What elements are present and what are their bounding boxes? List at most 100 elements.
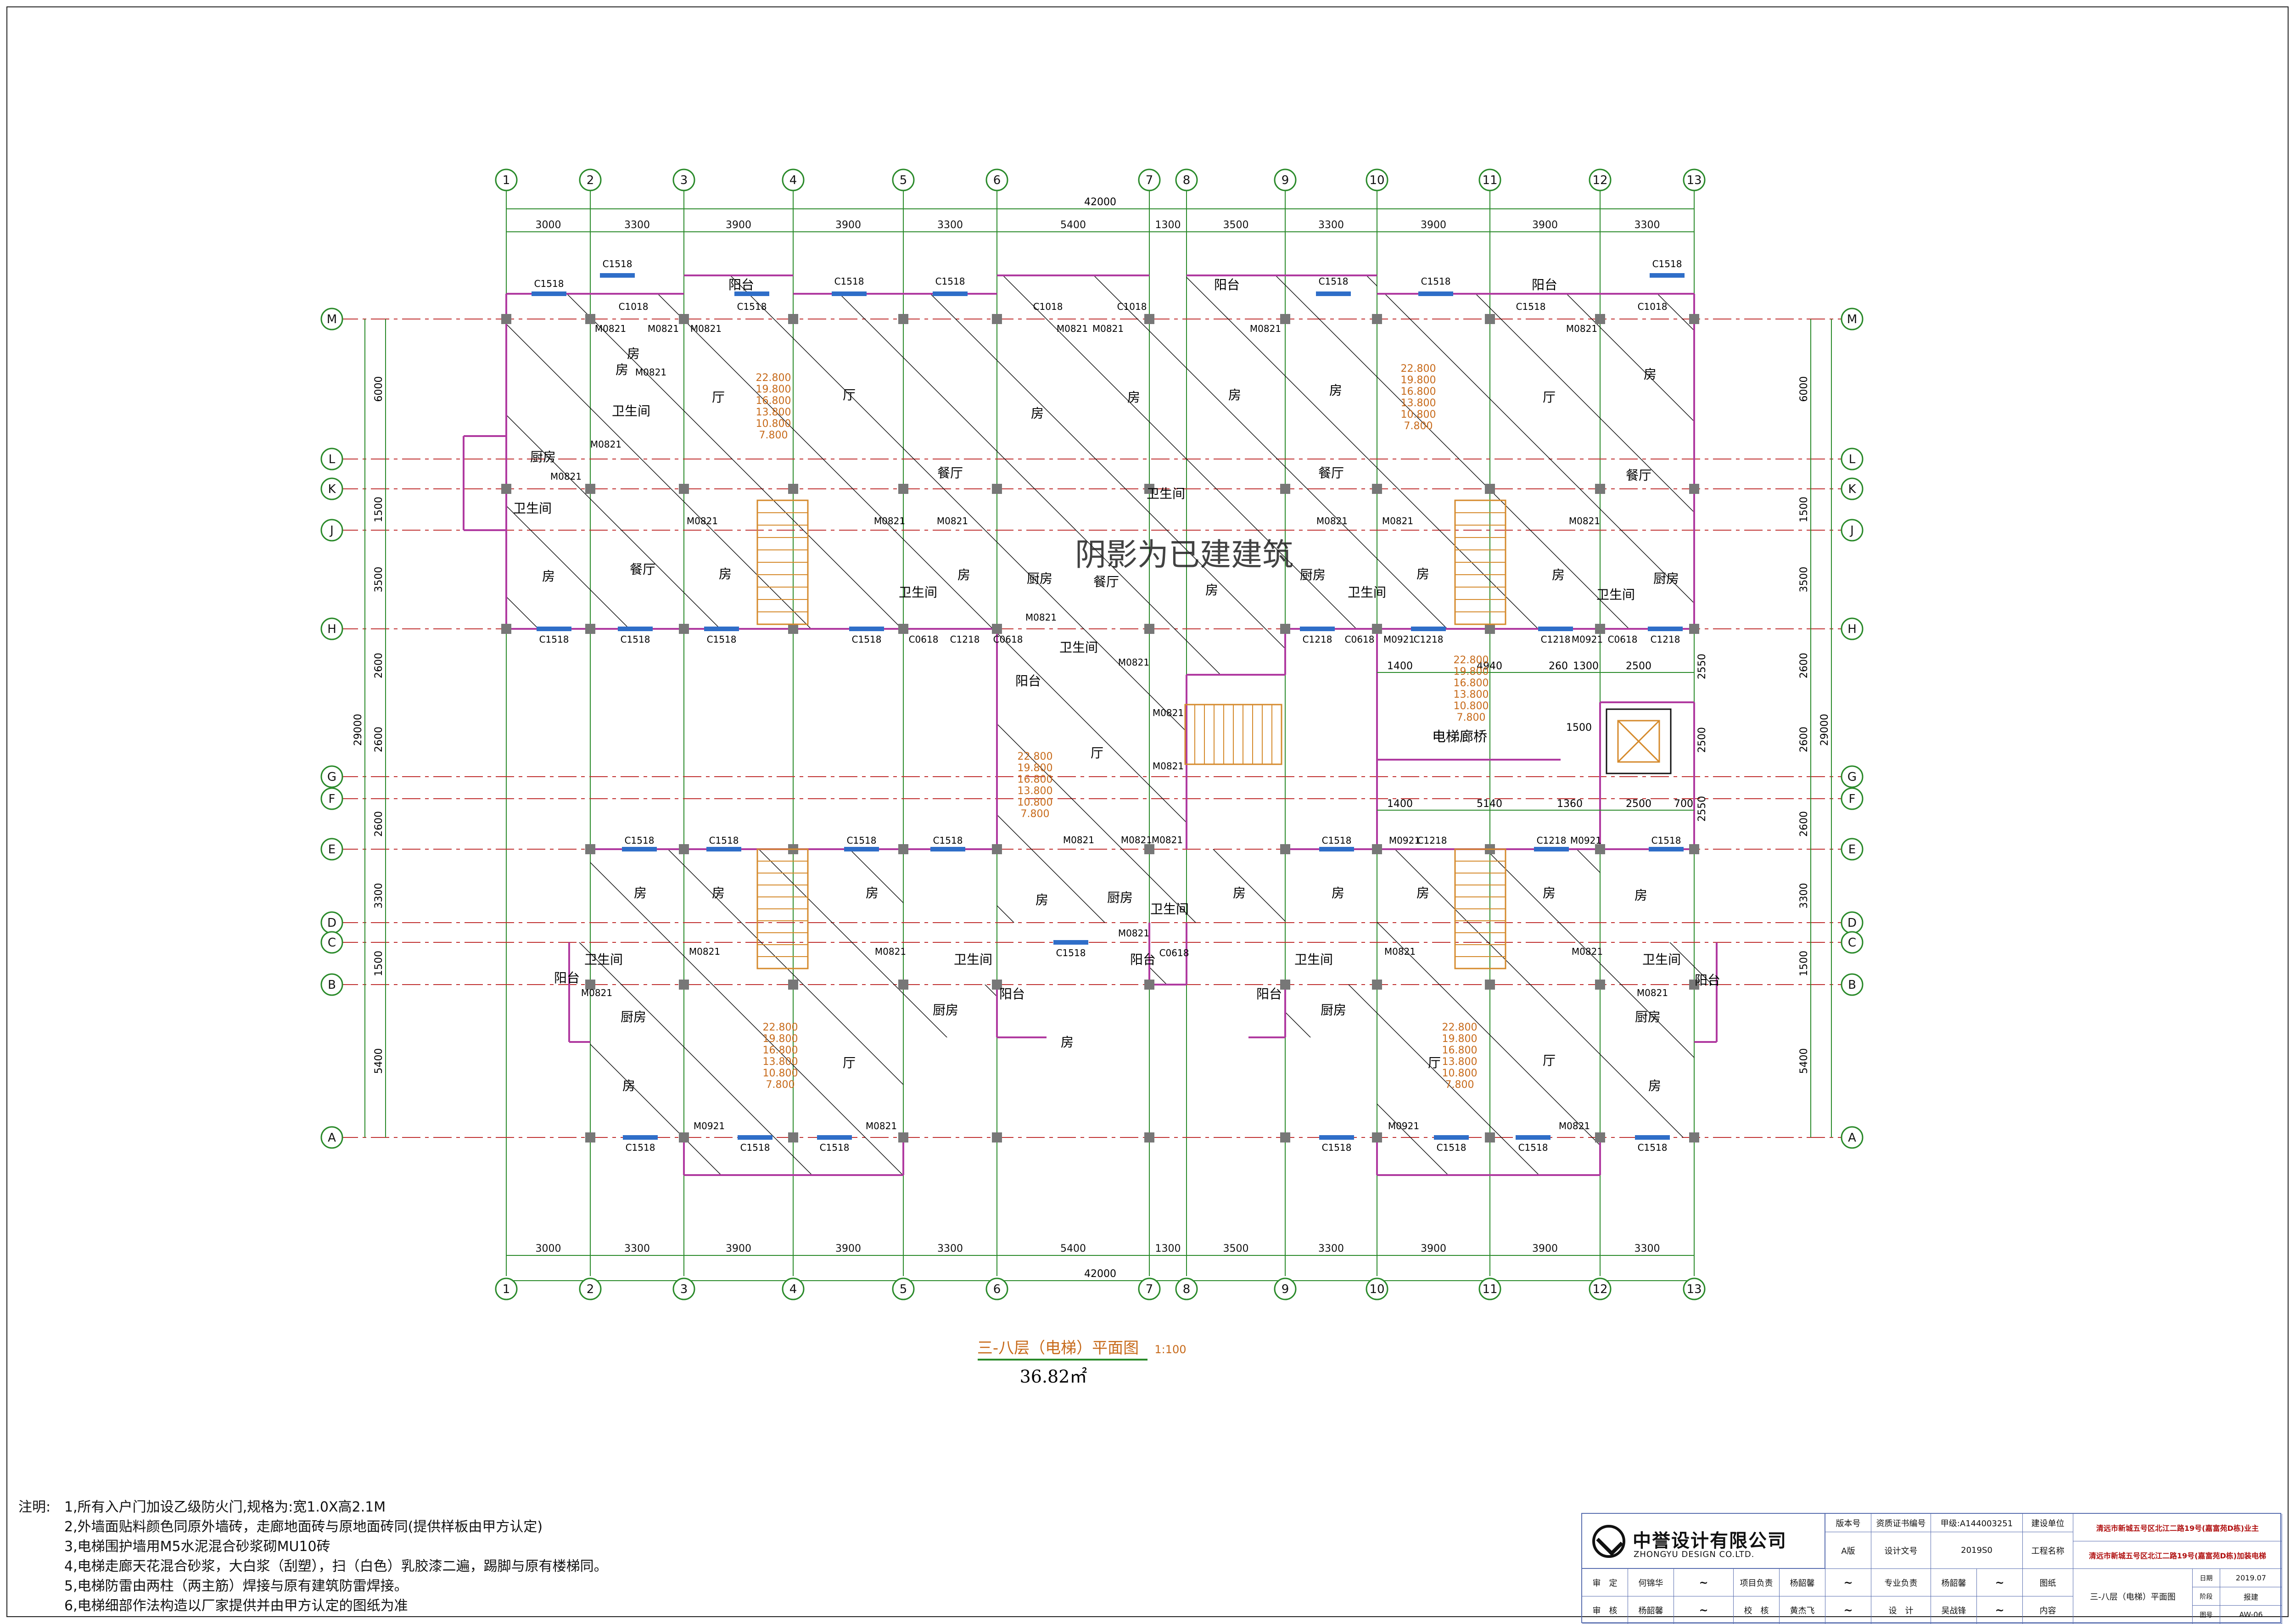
elevation-value: 13.800 bbox=[763, 1056, 798, 1068]
dim-text: 3500 bbox=[373, 567, 385, 593]
note-item: 3,电梯围护墙用M5水泥混合砂浆砌MU10砖 bbox=[64, 1539, 330, 1555]
window-bar bbox=[1650, 273, 1685, 278]
annotations: 22.80019.80016.80013.80010.8007.80022.80… bbox=[756, 363, 1672, 1387]
room-label-hall: 厅 bbox=[712, 390, 725, 405]
axis-bubble-top-circle bbox=[782, 168, 805, 191]
axis-bubble-right-circle bbox=[1841, 931, 1864, 954]
axis-bubble-top-circle bbox=[985, 168, 1008, 191]
room-label-wc: 卫生间 bbox=[954, 952, 992, 967]
axis-bubble-right: G bbox=[1847, 770, 1857, 784]
axis-bubble-right-circle bbox=[1841, 838, 1864, 861]
room-label-room: 房 bbox=[1061, 1035, 1074, 1050]
axis-bubble-right-circle bbox=[1841, 765, 1864, 788]
opening-m0821: M0821 bbox=[648, 323, 679, 334]
elevation-value: 16.800 bbox=[1454, 678, 1489, 689]
opening-c1518: C1518 bbox=[737, 301, 767, 312]
dim-text: 3300 bbox=[624, 219, 650, 231]
opening-c1518: C1518 bbox=[621, 634, 650, 645]
note-item: 1,所有入户门加设乙级防火门,规格为:宽1.0X高2.1M bbox=[64, 1499, 386, 1515]
dim-text: 3500 bbox=[1798, 567, 1810, 593]
axis-bubble-bottom-circle bbox=[495, 1277, 518, 1300]
opening-m0821: M0821 bbox=[1057, 323, 1088, 334]
stair bbox=[756, 848, 809, 969]
axis-bubble-left: A bbox=[328, 1131, 336, 1145]
axis-bubble-right-circle bbox=[1841, 448, 1864, 470]
pm-label: 项目负责 bbox=[1734, 1569, 1780, 1596]
opening-c1018: C1018 bbox=[1033, 301, 1063, 312]
project-label: 工程名称 bbox=[2023, 1532, 2073, 1569]
axis-bubble-bottom-circle bbox=[1274, 1277, 1297, 1300]
dim-text: 3000 bbox=[536, 219, 561, 231]
elevator-cross bbox=[1617, 720, 1660, 763]
opening-c1518: C1518 bbox=[1322, 1142, 1352, 1153]
room-label-wc: 卫生间 bbox=[1348, 585, 1386, 600]
column bbox=[898, 844, 908, 854]
window-bar bbox=[1411, 627, 1446, 631]
dim-text: 1500 bbox=[1798, 951, 1810, 976]
opening-m0821: M0821 bbox=[1637, 987, 1668, 998]
opening-c1518: C1518 bbox=[626, 1142, 655, 1153]
axis-bubble-right: B bbox=[1848, 978, 1856, 992]
total-width-top: 42000 bbox=[1084, 196, 1116, 208]
total-width-bottom: 42000 bbox=[1084, 1268, 1116, 1280]
window-bar bbox=[933, 291, 968, 296]
review-label: 审 核 bbox=[1582, 1596, 1628, 1624]
room-label-kitchen: 厨房 bbox=[1027, 571, 1052, 586]
column bbox=[1595, 624, 1605, 634]
opening-c0618: C0618 bbox=[909, 634, 939, 645]
opening-m0821: M0821 bbox=[874, 515, 905, 526]
opening-m0821: M0821 bbox=[1382, 515, 1413, 526]
axis-bubble-bottom: 2 bbox=[587, 1282, 594, 1296]
hatch-area bbox=[506, 275, 1694, 985]
opening-m0821: M0821 bbox=[550, 471, 582, 482]
axis-bubble-right-circle bbox=[1841, 519, 1864, 542]
elevation-value: 10.800 bbox=[756, 418, 791, 430]
spec-signature: ~ bbox=[1977, 1569, 2023, 1596]
notes-list: 1,所有入户门加设乙级防火门,规格为:宽1.0X高2.1M 2,外墙面贴料颜色同… bbox=[64, 1497, 608, 1616]
column bbox=[992, 314, 1002, 324]
column bbox=[585, 314, 595, 324]
watermark-text: 阴影为已建建筑 bbox=[1075, 537, 1293, 573]
room-label-balcony: 阳台 bbox=[1214, 277, 1240, 292]
room-label-room: 房 bbox=[1031, 406, 1044, 421]
elevation-value: 19.800 bbox=[1454, 666, 1489, 678]
column bbox=[898, 980, 908, 990]
column bbox=[992, 844, 1002, 854]
window-bar bbox=[1434, 1135, 1469, 1140]
opening-c1018: C1018 bbox=[1638, 301, 1668, 312]
axis-bubble-bottom: 7 bbox=[1146, 1282, 1153, 1296]
column bbox=[1372, 844, 1382, 854]
column bbox=[1689, 844, 1699, 854]
elevation-value: 19.800 bbox=[763, 1033, 798, 1045]
column bbox=[1372, 314, 1382, 324]
stair bbox=[1454, 499, 1506, 625]
axis-bubble-left-circle bbox=[320, 308, 343, 330]
axis-bubble-top: 8 bbox=[1183, 174, 1191, 187]
window-bar bbox=[618, 627, 653, 631]
axis-bubble-right: M bbox=[1847, 313, 1857, 326]
dim-text: 3300 bbox=[937, 219, 963, 231]
column bbox=[679, 980, 689, 990]
column bbox=[679, 624, 689, 634]
axis-bubble-bottom: 13 bbox=[1686, 1282, 1702, 1296]
column bbox=[679, 844, 689, 854]
bridge-label: 电梯廊桥 bbox=[1432, 729, 1487, 745]
opening-m0821: M0821 bbox=[595, 323, 626, 334]
dim-text: 3500 bbox=[1223, 219, 1249, 231]
dim-text: 3300 bbox=[1318, 219, 1344, 231]
opening-c1218: C1218 bbox=[1414, 634, 1444, 645]
room-label-kitchen: 厨房 bbox=[933, 1002, 958, 1018]
room-label-wc: 卫生间 bbox=[584, 952, 623, 967]
column bbox=[1144, 980, 1154, 990]
elevation-value: 22.800 bbox=[763, 1022, 798, 1033]
sheet-frame bbox=[6, 6, 2289, 1617]
column bbox=[1144, 314, 1154, 324]
room-label-kitchen: 厨房 bbox=[1321, 1002, 1346, 1018]
opening-m0821: M0821 bbox=[1092, 323, 1124, 334]
dim-text: 3900 bbox=[1421, 1243, 1446, 1254]
opening-m0821: M0821 bbox=[1118, 928, 1149, 939]
dim-text: 3900 bbox=[1421, 219, 1446, 231]
room-label-wc: 卫生间 bbox=[1059, 640, 1098, 655]
